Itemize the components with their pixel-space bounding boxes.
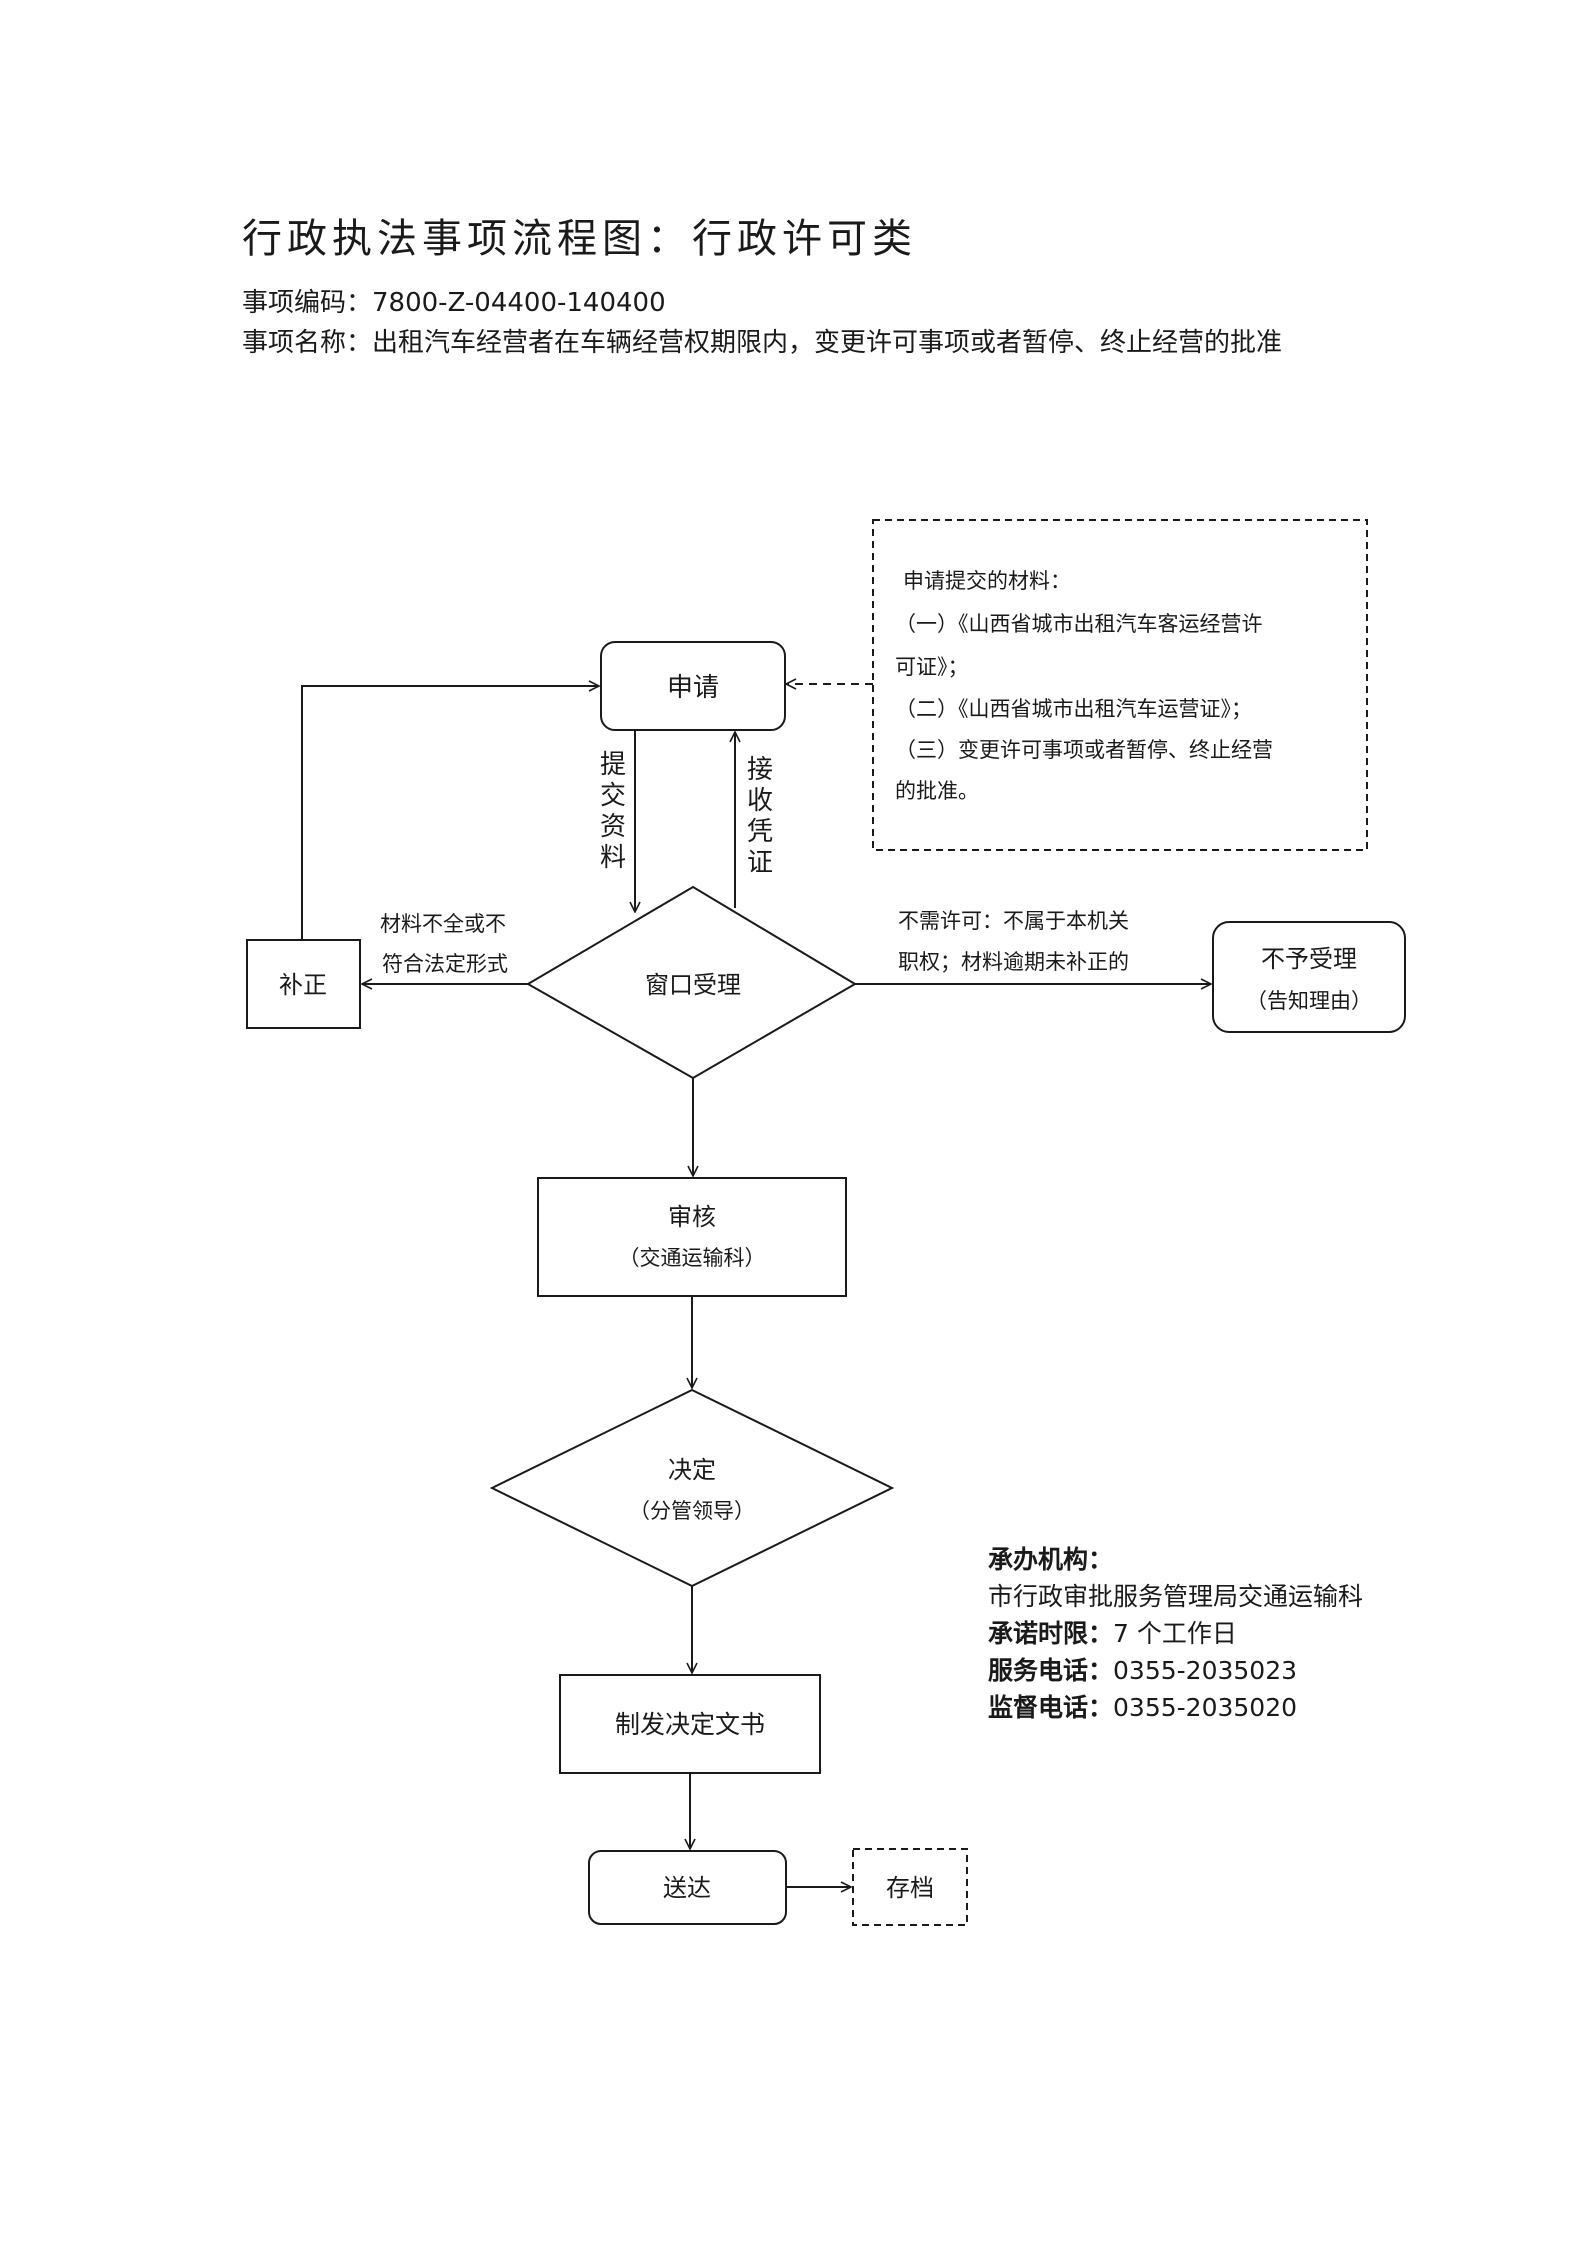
item-code-line: 事项编码：7800-Z-04400-140400 [242,282,666,319]
node-window-label: 窗口受理 [645,971,741,999]
agency-limit-label: 承诺时限： [988,1619,1114,1648]
node-archive: 存档 [852,1848,968,1926]
submit-char: 资 [600,812,626,842]
node-issue-label: 制发决定文书 [615,1710,765,1739]
submit-char: 料 [600,843,626,873]
agency-service-line: 服务电话：0355-2035023 [988,1651,1297,1687]
node-correct: 补正 [246,939,361,1029]
item-name-line: 事项名称：出租汽车经营者在车辆经营权期限内，变更许可事项或者暂停、终止经营的批准 [242,322,1282,359]
node-correct-label: 补正 [279,971,327,999]
materials-note: 申请提交的材料： （一）《山西省城市出租汽车客运经营许 可证》； （二）《山西省… [872,519,1368,851]
no-permit-label: 不需许可：不属于本机关 [898,909,1129,933]
materials-title: 申请提交的材料： [903,569,1071,593]
node-apply-label: 申请 [667,673,719,703]
node-decide-sublabel: （分管领导） [629,1499,755,1523]
agency-org-label: 承办机构： [988,1545,1114,1574]
agency-service-label: 服务电话： [988,1656,1114,1685]
incomplete-label: 材料不全或不 [380,912,506,936]
agency-org-label-line: 承办机构： [988,1540,1113,1576]
agency-limit-value: 7 个工作日 [1113,1619,1237,1648]
node-review-sublabel: （交通运输科） [619,1246,766,1270]
agency-supervise-line: 监督电话：0355-2035020 [988,1688,1297,1724]
node-review: 审核 （交通运输科） [537,1177,847,1297]
item-name-label: 事项名称： [242,328,373,358]
page-title: 行政执法事项流程图：行政许可类 [242,216,917,262]
receipt-char: 证 [747,848,773,878]
submit-char: 提 [600,750,626,780]
receipt-label: 接 收 凭 证 [747,755,773,878]
materials-line: 的批准。 [895,779,979,803]
node-review-label: 审核 [668,1203,716,1231]
item-code-label: 事项编码： [242,288,373,318]
node-reject-label: 不予受理 [1261,945,1357,973]
node-decide: 决定 （分管领导） [489,1388,895,1588]
incomplete-label: 符合法定形式 [382,952,508,976]
materials-line: 可证》； [895,655,969,679]
node-issue: 制发决定文书 [559,1674,821,1774]
node-window: 窗口受理 [526,885,857,1080]
node-decide-label: 决定 [668,1456,716,1484]
node-reject: 不予受理 （告知理由） [1212,921,1406,1033]
materials-line: （三）变更许可事项或者暂停、终止经营 [895,738,1273,762]
node-reject-sublabel: （告知理由） [1246,989,1372,1013]
submit-label: 提 交 资 料 [600,750,626,873]
receipt-char: 凭 [747,817,773,847]
agency-supervise-value: 0355-2035020 [1113,1693,1297,1722]
agency-org-value: 市行政审批服务管理局交通运输科 [988,1582,1364,1611]
materials-line: （二）《山西省城市出租汽车运营证》； [895,697,1252,721]
node-deliver-label: 送达 [663,1874,711,1902]
submit-char: 交 [600,781,626,811]
node-apply: 申请 [600,641,786,731]
item-code-value: 7800-Z-04400-140400 [372,288,666,318]
agency-service-value: 0355-2035023 [1113,1656,1297,1685]
node-deliver: 送达 [588,1850,787,1925]
receipt-char: 收 [747,786,773,816]
item-name-value: 出租汽车经营者在车辆经营权期限内，变更许可事项或者暂停、终止经营的批准 [372,328,1283,358]
correction-loop-arrow [301,686,599,940]
agency-limit-line: 承诺时限：7 个工作日 [988,1614,1237,1650]
node-archive-label: 存档 [886,1874,934,1902]
receipt-char: 接 [747,755,773,785]
agency-supervise-label: 监督电话： [988,1693,1114,1722]
no-permit-label: 职权；材料逾期未补正的 [898,950,1129,974]
materials-line: （一）《山西省城市出租汽车客运经营许 [895,612,1263,636]
